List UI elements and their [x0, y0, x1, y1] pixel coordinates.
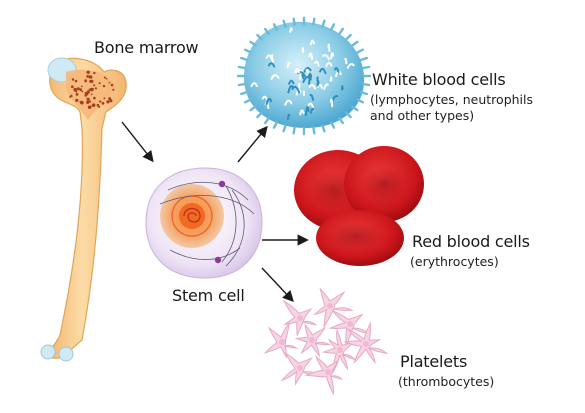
platelets-icon — [263, 287, 389, 396]
arrow-bone-to-stem — [121, 121, 154, 163]
white-blood-cells-title: White blood cells — [372, 70, 506, 89]
stem-cell-icon — [145, 167, 263, 279]
marrow-speckles — [69, 70, 115, 110]
arrow-stem-to-white — [237, 125, 268, 163]
platelets-subtitle: (thrombocytes) — [398, 374, 495, 389]
platelets-title: Platelets — [400, 352, 468, 371]
red-blood-cells-title: Red blood cells — [412, 232, 530, 251]
bone-icon — [40, 57, 127, 362]
stem-cell-label: Stem cell — [172, 286, 245, 305]
arrow-stem-to-platelets — [261, 267, 294, 303]
red-blood-cells-icon — [294, 146, 424, 266]
white-blood-cell-icon — [236, 16, 372, 136]
white-blood-cells-subtitle-2: and other types) — [370, 108, 475, 123]
white-blood-cells-subtitle-1: (lymphocytes, neutrophils — [370, 92, 534, 107]
red-blood-cells-subtitle: (erythrocytes) — [410, 254, 499, 269]
bone-marrow-label: Bone marrow — [94, 38, 199, 57]
